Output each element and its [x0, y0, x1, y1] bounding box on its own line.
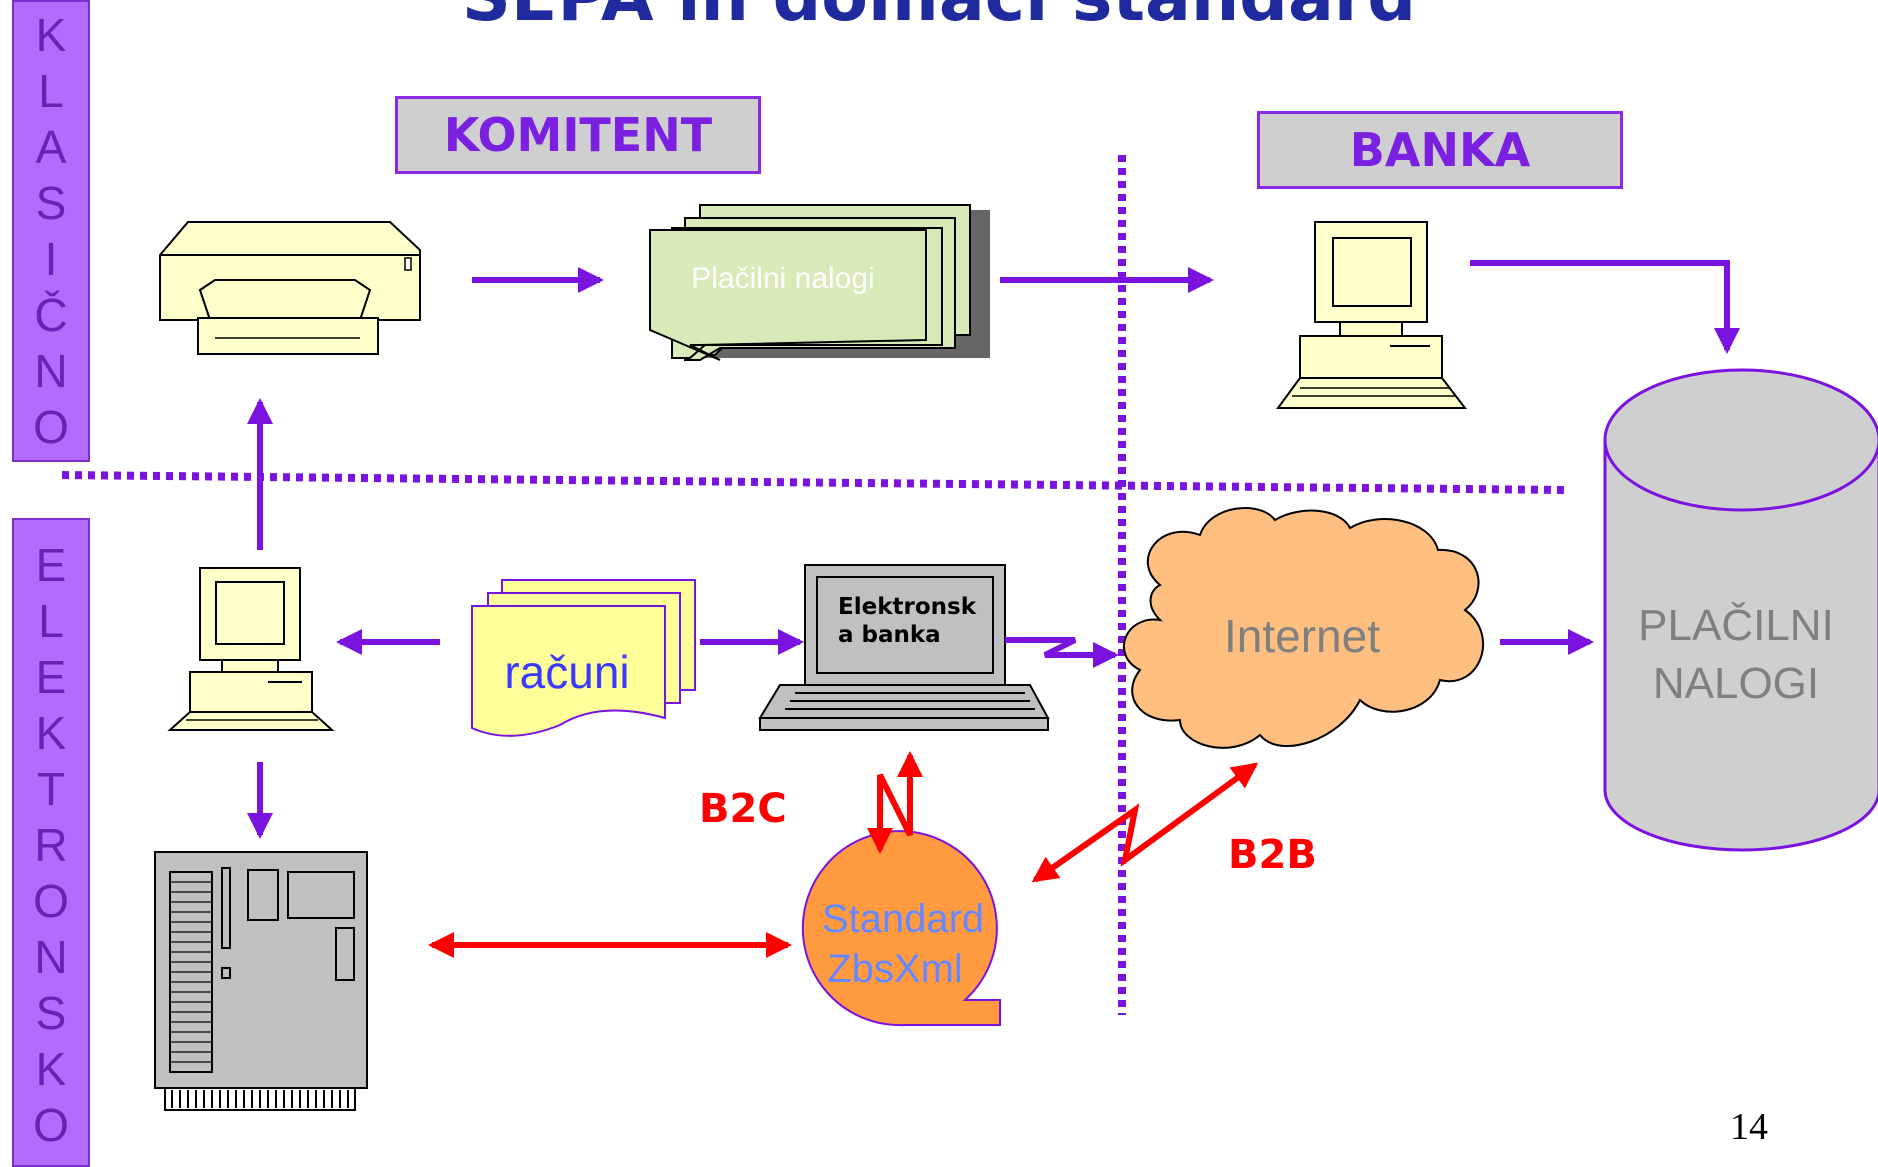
b2b-label: B2B: [1228, 832, 1317, 878]
racuni-documents: [471, 579, 696, 737]
side-letter: A: [35, 121, 67, 173]
bank-computer-icon: [1276, 221, 1468, 409]
side-letter: S: [35, 177, 67, 229]
internet-label: Internet: [1224, 610, 1380, 662]
side-letter: N: [34, 345, 68, 397]
placilni-nalogi-label: Plačilni nalogi: [691, 262, 874, 295]
side-letter: L: [38, 595, 64, 647]
side-letter: K: [35, 707, 67, 759]
side-letter: O: [33, 401, 69, 453]
side-letter: L: [38, 65, 64, 117]
horizontal-separator: [61, 471, 1566, 494]
arrow-b2c-link: [867, 751, 923, 854]
laptop-label-line2: a banka: [838, 622, 941, 648]
side-letter: I: [44, 233, 58, 285]
b2c-label: B2C: [699, 786, 787, 832]
side-letter: N: [34, 931, 68, 983]
internet-cloud: [1122, 507, 1484, 749]
laptop-icon: [758, 564, 1050, 731]
banka-label: BANKA: [1257, 111, 1623, 189]
side-letter: E: [35, 539, 67, 591]
arrow-laptop-to-internet: [1005, 637, 1119, 668]
komitent-label: KOMITENT: [395, 96, 761, 174]
side-letter: Č: [34, 289, 68, 341]
database-label-line2: NALOGI: [1653, 659, 1819, 708]
client-computer-icon: [167, 567, 335, 731]
side-letter: K: [35, 1043, 67, 1095]
printer-icon: [159, 221, 421, 355]
standard-label-line1: Standard: [822, 897, 984, 941]
racuni-label: računi: [504, 646, 629, 698]
side-letter: O: [33, 1099, 69, 1151]
placilni-nalogi-documents: [649, 204, 990, 361]
laptop-label-line1: Elektronsk: [838, 594, 977, 620]
placilni-nalogi-database: [1603, 368, 1878, 852]
arrow-bank-to-database: [1470, 260, 1740, 354]
side-letter: S: [35, 987, 67, 1039]
side-letter: O: [33, 875, 69, 927]
database-label-line1: PLAČILNI: [1638, 600, 1834, 650]
side-letter: K: [35, 9, 67, 61]
side-letter: R: [34, 819, 68, 871]
side-letter: T: [36, 763, 66, 815]
server-icon: [154, 851, 368, 1111]
arrow-b2b-link: [1031, 762, 1259, 883]
side-letter: E: [35, 651, 67, 703]
page-title: SEPA in domači standard: [0, 0, 1878, 37]
standard-label-line2: ZbsXml: [827, 947, 963, 991]
page-number: 14: [1730, 1106, 1768, 1148]
